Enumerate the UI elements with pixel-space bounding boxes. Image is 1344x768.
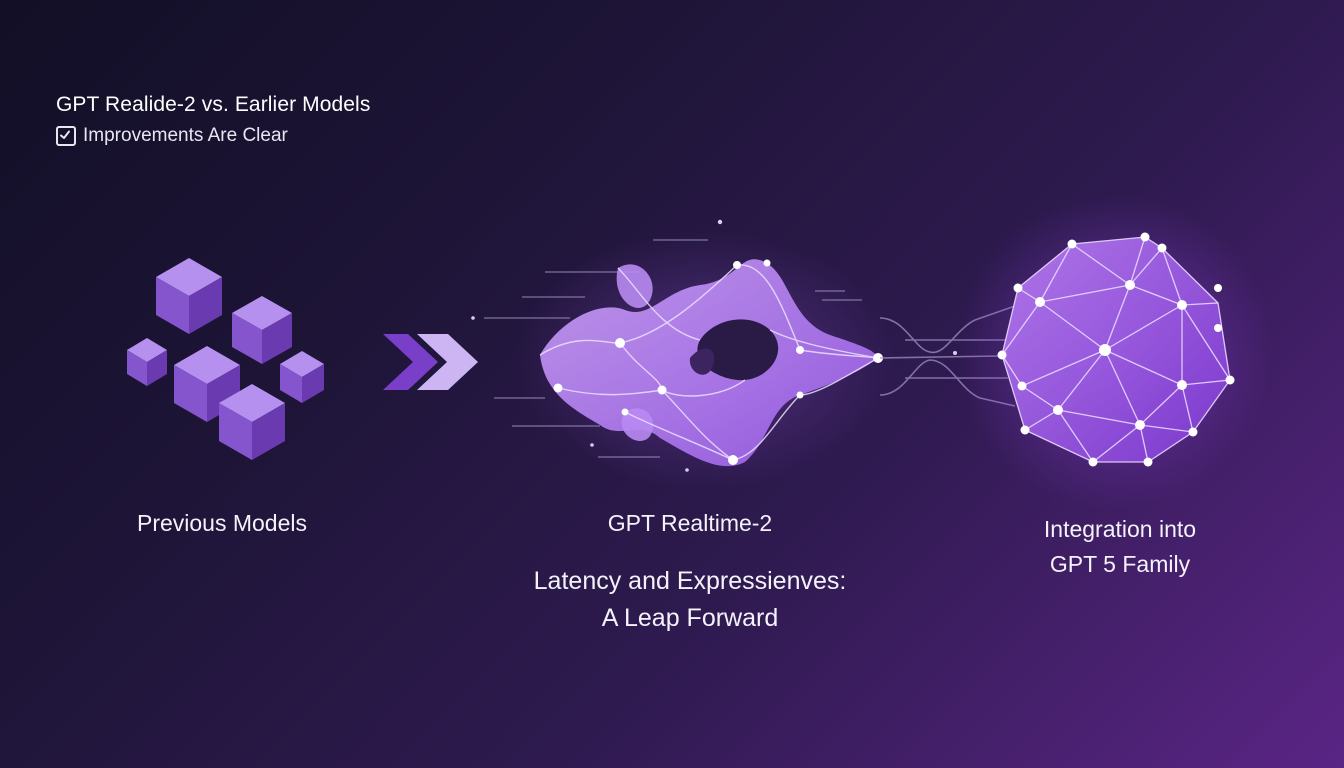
page-title: GPT Realide-2 vs. Earlier Models bbox=[56, 93, 371, 116]
chevron-right-icon bbox=[383, 334, 478, 390]
tagline-line1: Latency and Expressienves: bbox=[533, 567, 847, 595]
tagline: Latency and Expressienves: A Leap Forwar… bbox=[490, 563, 890, 637]
cube bbox=[280, 351, 324, 403]
check-square-icon bbox=[56, 126, 76, 146]
cube bbox=[156, 258, 222, 334]
ribbon-network-icon bbox=[515, 230, 895, 490]
stage-label-integration: Integration into GPT 5 Family bbox=[990, 512, 1250, 582]
cube bbox=[174, 346, 240, 422]
subtitle-text: Improvements Are Clear bbox=[83, 125, 288, 146]
tagline-line2: A Leap Forward bbox=[601, 604, 779, 632]
subtitle-row: Improvements Are Clear bbox=[56, 125, 288, 147]
network-sphere-icon bbox=[957, 194, 1273, 510]
cube bbox=[127, 338, 167, 386]
stage-label-previous-models: Previous Models bbox=[136, 510, 308, 536]
stage-label-gpt-realtime-2: GPT Realtime-2 bbox=[607, 510, 773, 536]
cube bbox=[219, 384, 285, 460]
cube bbox=[232, 296, 292, 364]
cubes-icon bbox=[127, 258, 324, 460]
stage-label-integration-line1: Integration into bbox=[1043, 516, 1197, 542]
stage-label-integration-line2: GPT 5 Family bbox=[1049, 551, 1191, 577]
